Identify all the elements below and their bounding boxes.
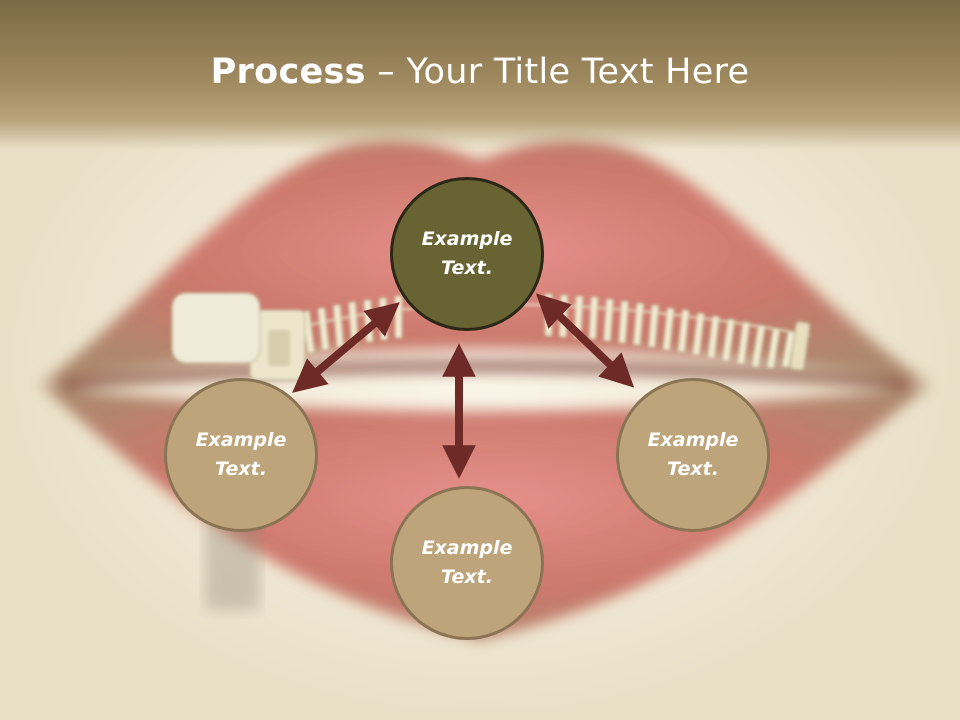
process-node-right[interactable]: Example Text. (616, 378, 770, 532)
slide-title: Process – Your Title Text Here (0, 52, 960, 92)
node-left-line2: Text. (215, 458, 267, 480)
title-rest: – Your Title Text Here (365, 52, 750, 92)
node-center-line2: Text. (441, 257, 493, 279)
node-bottom-line2: Text. (441, 566, 493, 588)
process-node-bottom[interactable]: Example Text. (390, 486, 544, 640)
node-bottom-line1: Example (421, 537, 513, 559)
node-center-line1: Example (421, 228, 513, 250)
arrow-left-diagonal (292, 302, 400, 393)
title-strong: Process (210, 52, 366, 92)
node-right-line1: Example (647, 429, 739, 451)
node-right-line2: Text. (667, 458, 719, 480)
node-left-line1: Example (195, 429, 287, 451)
process-node-center[interactable]: Example Text. (390, 177, 544, 331)
process-node-left[interactable]: Example Text. (164, 378, 318, 532)
arrow-right-diagonal (535, 293, 635, 388)
title-bar (0, 0, 960, 150)
